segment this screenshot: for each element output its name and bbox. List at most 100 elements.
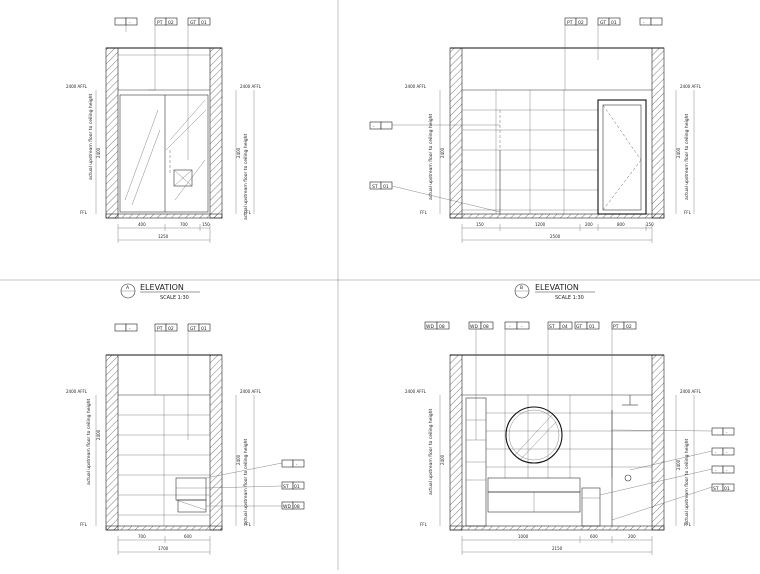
svg-text:200: 200 [628,534,636,539]
svg-text:2400: 2400 [676,459,681,470]
tag-d-wd-2: WD 08 [468,321,494,330]
svg-text:800: 800 [617,222,625,227]
svg-text:2400: 2400 [440,147,445,158]
svg-text:2400: 2400 [236,454,241,465]
floor-slab [105,213,223,219]
svg-text:FFL: FFL [244,210,252,215]
svg-text:ST: ST [372,184,378,190]
svg-text:2400: 2400 [96,429,101,440]
tag-d-right-3: - - [599,465,735,496]
tag-c-wd: WD 08 [206,501,305,510]
tag-a-pt: PT 02 [148,17,178,91]
tag-d-right-st: ST 01 [611,483,735,521]
svg-text:-: - [726,450,728,455]
svg-text:600: 600 [184,534,192,539]
svg-text:2400 AFFL: 2400 AFFL [240,84,262,89]
svg-text:-: - [521,324,523,329]
tag-b-extra: - [639,17,663,26]
tile-grid [486,395,652,478]
title-block-a: A ELEVATION SCALE 1:30 [120,283,200,301]
svg-text:PT: PT [567,20,573,26]
tile-grid [462,90,598,214]
svg-text:01: 01 [611,20,617,26]
svg-text:actual upstream floor to ceili: actual upstream floor to ceiling height [88,94,94,180]
svg-text:-: - [129,20,131,25]
svg-text:-: - [129,326,131,331]
svg-text:2500: 2500 [550,234,561,239]
svg-text:-: - [715,450,717,455]
wall-left [449,354,463,531]
svg-text:FFL: FFL [420,210,428,215]
floor-slab [449,525,665,531]
svg-text:02: 02 [168,20,174,26]
svg-text:actual upstream floor to ceili: actual upstream floor to ceiling height [428,409,434,495]
svg-text:01: 01 [383,184,389,190]
svg-text:01: 01 [201,20,207,26]
svg-text:ST: ST [549,324,555,330]
svg-text:SCALE 1:30: SCALE 1:30 [555,295,584,301]
svg-text:2400 AFFL: 2400 AFFL [405,84,427,89]
tag-b-pt: PT 02 [564,17,588,90]
svg-text:FFL: FFL [684,522,692,527]
svg-text:04: 04 [562,324,568,330]
svg-text:FFL: FFL [80,522,88,527]
svg-text:actual upstream floor to ceili: actual upstream floor to ceiling height [428,114,434,200]
tag-b-left-1: - [369,121,500,130]
svg-text:2400: 2400 [96,147,101,158]
svg-text:2400 AFFL: 2400 AFFL [66,389,88,394]
svg-text:-: - [715,468,717,473]
svg-text:WD: WD [283,504,291,510]
svg-text:08: 08 [439,324,445,330]
elevation-a: - PT 02 GT 01 actual upstream floor to c… [66,17,262,243]
svg-text:2400 AFFL: 2400 AFFL [680,389,702,394]
shower-valve [624,474,632,482]
floor-slab [449,213,665,219]
svg-text:2400: 2400 [440,454,445,465]
svg-text:600: 600 [590,534,598,539]
svg-text:WD: WD [426,324,434,330]
svg-text:B: B [520,285,523,291]
wall-left [449,47,463,219]
svg-text:WD: WD [470,324,478,330]
tag-a-gt: GT 01 [187,17,211,160]
tag-d-dash: - - [504,321,530,478]
wall-right [651,354,665,531]
svg-text:02: 02 [626,324,632,330]
svg-text:actual upstream floor to ceili: actual upstream floor to ceiling height [684,439,690,525]
tag-c-1: - [114,323,138,332]
svg-text:GT: GT [576,324,582,330]
svg-text:150: 150 [202,222,210,227]
svg-text:01: 01 [589,324,595,330]
svg-text:GT: GT [190,326,196,332]
round-mirror [505,406,563,464]
vanity-top [487,477,581,493]
svg-text:01: 01 [201,326,207,332]
wall-right [209,354,223,531]
elevation-d: WD 08 WD 08 - - ST 04 GT 01 PT [405,321,735,555]
svg-text:-: - [726,430,728,435]
elevation-c: - PT 02 GT 01 - ST 01 WD 08 [66,323,305,555]
svg-text:02: 02 [168,326,174,332]
svg-text:-: - [726,468,728,473]
tag-a-1: - [114,17,138,32]
tag-d-right-1: - [611,427,735,436]
svg-text:PT: PT [613,324,619,330]
wall-right [209,47,223,219]
svg-text:2400: 2400 [676,147,681,158]
svg-text:1200: 1200 [535,222,546,227]
svg-text:FFL: FFL [684,210,692,215]
svg-text:150: 150 [646,222,654,227]
tag-d-right-2: - - [629,447,735,471]
svg-text:2150: 2150 [552,546,563,551]
tag-c-right-1: - [205,459,305,479]
svg-text:1250: 1250 [158,234,169,239]
door [597,99,647,215]
tag-c-st: ST 01 [205,481,305,490]
svg-text:-: - [296,462,298,467]
elevation-b: PT 02 GT 01 - - ST 01 actual upst [369,17,702,243]
svg-text:-: - [373,124,375,129]
svg-text:GT: GT [190,20,196,26]
svg-text:08: 08 [483,324,489,330]
